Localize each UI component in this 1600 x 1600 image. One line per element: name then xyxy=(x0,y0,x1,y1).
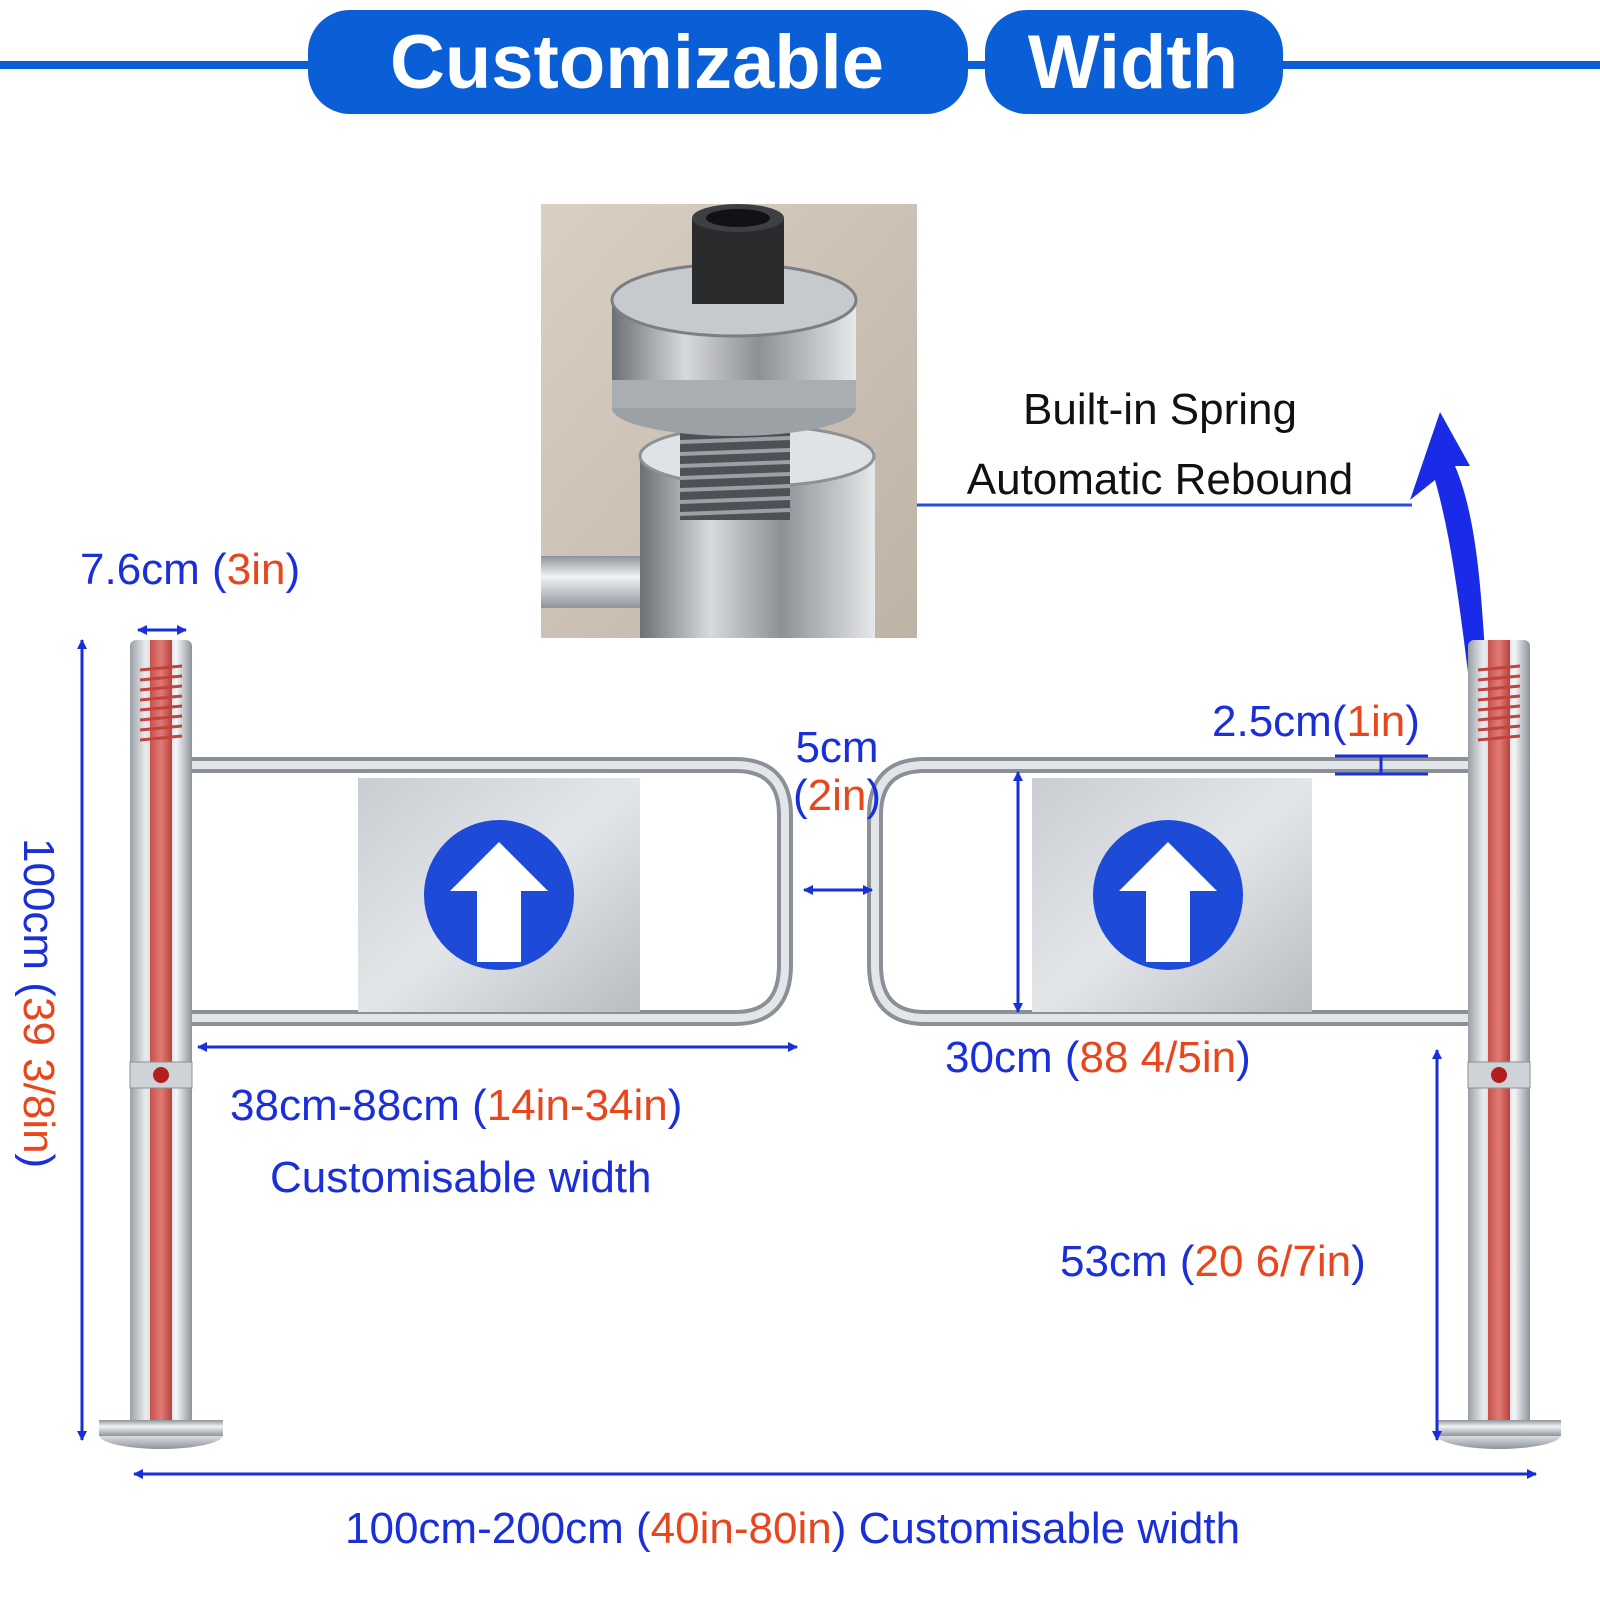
height-label: 100cm (39 3/8in) xyxy=(14,838,63,1168)
post-diameter-label: 7.6cm (3in) xyxy=(80,545,300,594)
header-pill-2 xyxy=(985,10,1283,114)
spring-closeup-photo xyxy=(541,204,917,638)
arm-width-note: Customisable width xyxy=(270,1153,652,1202)
total-width-label: 100cm-200cm (40in-80in) Customisable wid… xyxy=(345,1504,1240,1553)
spring-callout-line1: Built-in Spring xyxy=(1023,385,1297,434)
spring-callout-line2: Automatic Rebound xyxy=(967,455,1353,504)
arm-height-label: 53cm (20 6/7in) xyxy=(1060,1237,1366,1286)
rebound-arrow-icon xyxy=(1410,412,1487,688)
header-pill-1 xyxy=(308,10,968,114)
right-post-spring xyxy=(1477,664,1521,742)
right-post xyxy=(1437,640,1561,1449)
left-post xyxy=(99,640,223,1449)
right-gate-arm xyxy=(867,757,1468,1026)
rail-diameter-dimension-marks xyxy=(1335,754,1428,776)
up-arrow-sign-icon xyxy=(424,820,574,970)
header-title-word1: Customizable xyxy=(390,20,884,105)
panel-height-label: 30cm (88 4/5in) xyxy=(945,1033,1251,1082)
header-banner: Customizable Width xyxy=(0,10,1600,114)
left-post-spring xyxy=(139,664,183,742)
rail-diameter-label: 2.5cm(1in) xyxy=(1212,697,1420,746)
up-arrow-sign-icon xyxy=(1093,820,1243,970)
header-title-word2: Width xyxy=(1028,20,1238,105)
gap-metric-label: 5cm xyxy=(795,723,878,772)
left-gate-arm xyxy=(192,757,793,1026)
gap-imperial-label: (2in) xyxy=(793,771,881,820)
arm-width-label: 38cm-88cm (14in-34in) xyxy=(230,1081,682,1130)
